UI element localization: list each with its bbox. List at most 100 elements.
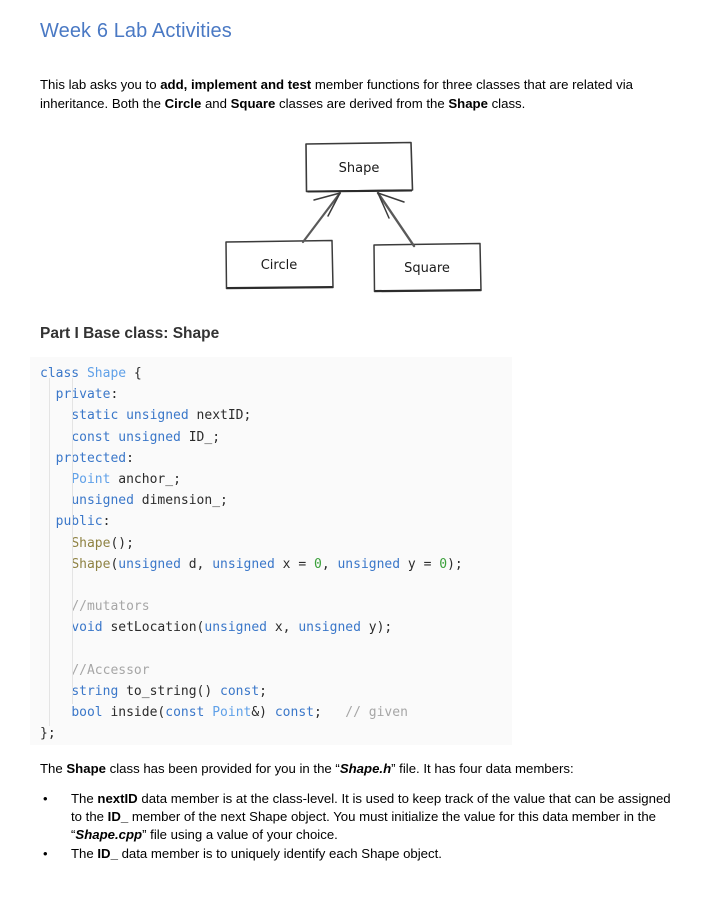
code-token: d, <box>180 556 213 572</box>
intro-seg-9: class. <box>487 95 526 111</box>
code-token: (); <box>110 535 134 551</box>
code-block-shape-class: class Shape { private: static unsigned n… <box>30 357 512 745</box>
code-token <box>40 451 56 466</box>
list-item-text: The ID_ data member is to uniquely ident… <box>71 845 672 863</box>
code-token <box>40 557 71 572</box>
code-token <box>40 430 71 445</box>
diagram-label-square: Square <box>404 261 450 276</box>
code-line: private: <box>40 384 512 405</box>
code-token: { <box>126 366 142 381</box>
list-item-emphasis: Shape.cpp <box>75 827 143 843</box>
code-token <box>40 472 71 487</box>
code-token: ID_; <box>180 429 221 445</box>
code-token: Point <box>71 471 111 487</box>
code-token: const <box>274 705 314 720</box>
code-token: anchor_; <box>110 471 181 487</box>
code-token: x = <box>274 556 314 572</box>
code-token: setLocation( <box>102 620 205 636</box>
code-token: unsigned <box>298 620 361 636</box>
code-line <box>40 638 512 659</box>
arrow-head-left-circle <box>313 192 341 201</box>
data-members-bullet-list: • The nextID data member is at the class-… <box>40 790 672 863</box>
code-token: ); <box>447 556 463 572</box>
list-item-emphasis: ID_ <box>107 809 129 825</box>
list-item-text: The nextID data member is at the class-l… <box>71 790 672 845</box>
code-line: bool inside(const Point&) const; // give… <box>40 702 512 723</box>
after-seg-3: class has been provided for you in the “ <box>105 761 340 776</box>
arrow-line-square <box>376 191 416 248</box>
diagram-box-square: Square <box>373 242 482 293</box>
code-token <box>40 599 71 614</box>
code-token: unsigned <box>71 493 134 509</box>
code-token: dimension_; <box>133 493 228 509</box>
code-body: class Shape { private: static unsigned n… <box>30 363 512 744</box>
code-token: ; <box>313 705 346 720</box>
code-token <box>40 493 71 508</box>
code-token: 0 <box>439 556 448 572</box>
code-token <box>40 684 71 699</box>
list-item-emphasis: ID_ <box>97 845 118 861</box>
code-token: const <box>165 705 205 720</box>
arrow-head-right-square <box>377 192 405 203</box>
intro-paragraph: This lab asks you to add, implement and … <box>40 76 658 113</box>
code-token: unsigned <box>212 556 275 572</box>
diagram-label-circle: Circle <box>261 258 298 273</box>
code-token: //Accessor <box>71 662 150 678</box>
code-token: // given <box>345 705 408 720</box>
code-token: : <box>102 514 111 530</box>
code-token: inside( <box>102 705 166 720</box>
code-line: //mutators <box>40 596 512 617</box>
code-token: Shape <box>71 535 111 551</box>
code-token <box>40 408 71 423</box>
code-token: private <box>55 387 111 403</box>
list-item: • The ID_ data member is to uniquely iden… <box>40 845 672 863</box>
shape-box-shadow-edge <box>307 189 413 193</box>
code-token: public <box>55 514 103 530</box>
code-token: static unsigned <box>71 408 189 424</box>
code-token: ( <box>110 556 119 572</box>
code-line: string to_string() const; <box>40 681 512 702</box>
code-token: : <box>110 387 119 403</box>
page-title: Week 6 Lab Activities <box>40 20 232 42</box>
diagram-box-circle: Circle <box>225 239 334 290</box>
after-emph-shape: Shape <box>66 761 106 776</box>
list-item-segment: data member is to uniquely identify each… <box>117 845 442 861</box>
intro-emph-circle: Circle <box>164 95 202 111</box>
code-token: ; <box>259 683 267 699</box>
after-emph-shape-h: Shape.h <box>339 761 392 776</box>
code-token: Shape <box>71 556 111 572</box>
code-line: class Shape { <box>40 363 512 384</box>
code-token: protected <box>55 450 127 466</box>
intro-seg-5: and <box>201 95 231 111</box>
code-token: }; <box>40 726 56 742</box>
code-token <box>40 705 71 720</box>
code-token: , <box>321 556 338 572</box>
intro-emph-shape: Shape <box>448 95 488 111</box>
code-token: 0 <box>313 556 322 572</box>
code-line: Shape(unsigned d, unsigned x = 0, unsign… <box>40 554 512 575</box>
code-token: bool <box>71 705 103 720</box>
diagram-canvas: Shape Circle Square <box>225 141 482 293</box>
code-token: const unsigned <box>71 429 181 445</box>
section-heading-part-1: Part I Base class: Shape <box>40 325 220 342</box>
code-line: protected: <box>40 448 512 469</box>
arrow-head-right-circle <box>327 192 341 217</box>
bullet-marker-icon: • <box>43 845 48 861</box>
list-item-segment: ” file using a value of your choice. <box>142 827 338 843</box>
code-token: void <box>71 620 103 636</box>
code-token: class <box>40 366 87 381</box>
code-token: x, <box>267 620 299 636</box>
code-line: unsigned dimension_; <box>40 490 512 511</box>
code-line: }; <box>40 723 512 744</box>
code-token: nextID; <box>188 408 252 424</box>
code-line: //Accessor <box>40 660 512 681</box>
arrow-head-left-square <box>377 192 390 219</box>
code-line: public: <box>40 511 512 532</box>
intro-seg-1: This lab asks you to <box>40 77 161 92</box>
code-line: const unsigned ID_; <box>40 427 512 448</box>
code-line: Shape(); <box>40 533 512 554</box>
code-line: static unsigned nextID; <box>40 405 512 426</box>
code-token <box>40 387 56 402</box>
intro-seg-7: classes are derived from the <box>275 95 449 111</box>
uml-inheritance-diagram: Shape Circle Square <box>180 130 520 310</box>
